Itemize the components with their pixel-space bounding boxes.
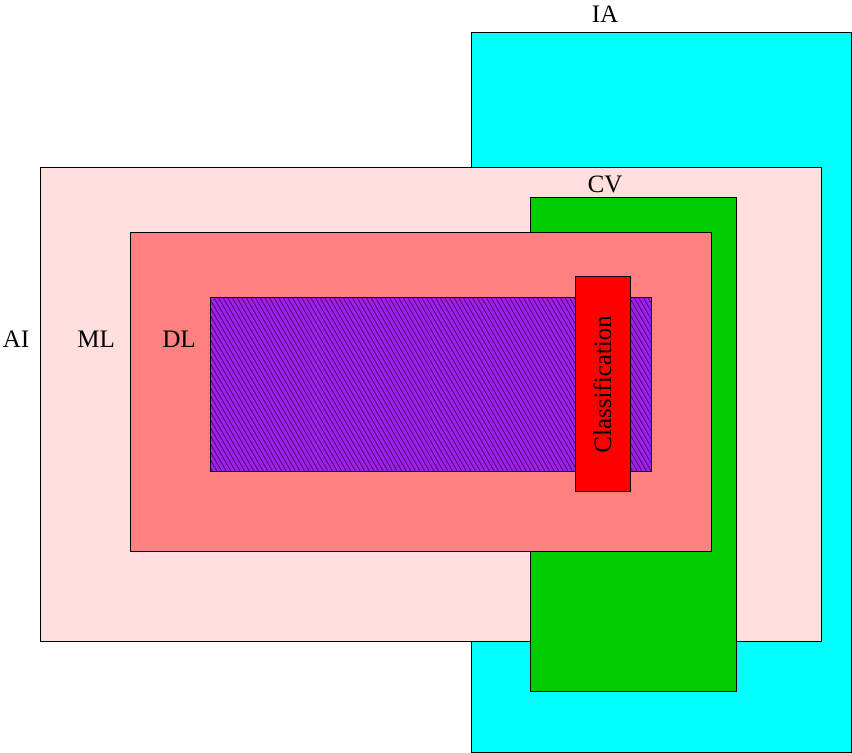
ia-label: IA (592, 1, 618, 28)
classification-label: Classification (590, 315, 617, 453)
cv-label: CV (588, 171, 623, 198)
classification-region (575, 276, 631, 492)
dl-label: DL (162, 326, 195, 353)
ai-label: AI (3, 326, 29, 353)
ml-label: ML (77, 326, 115, 353)
